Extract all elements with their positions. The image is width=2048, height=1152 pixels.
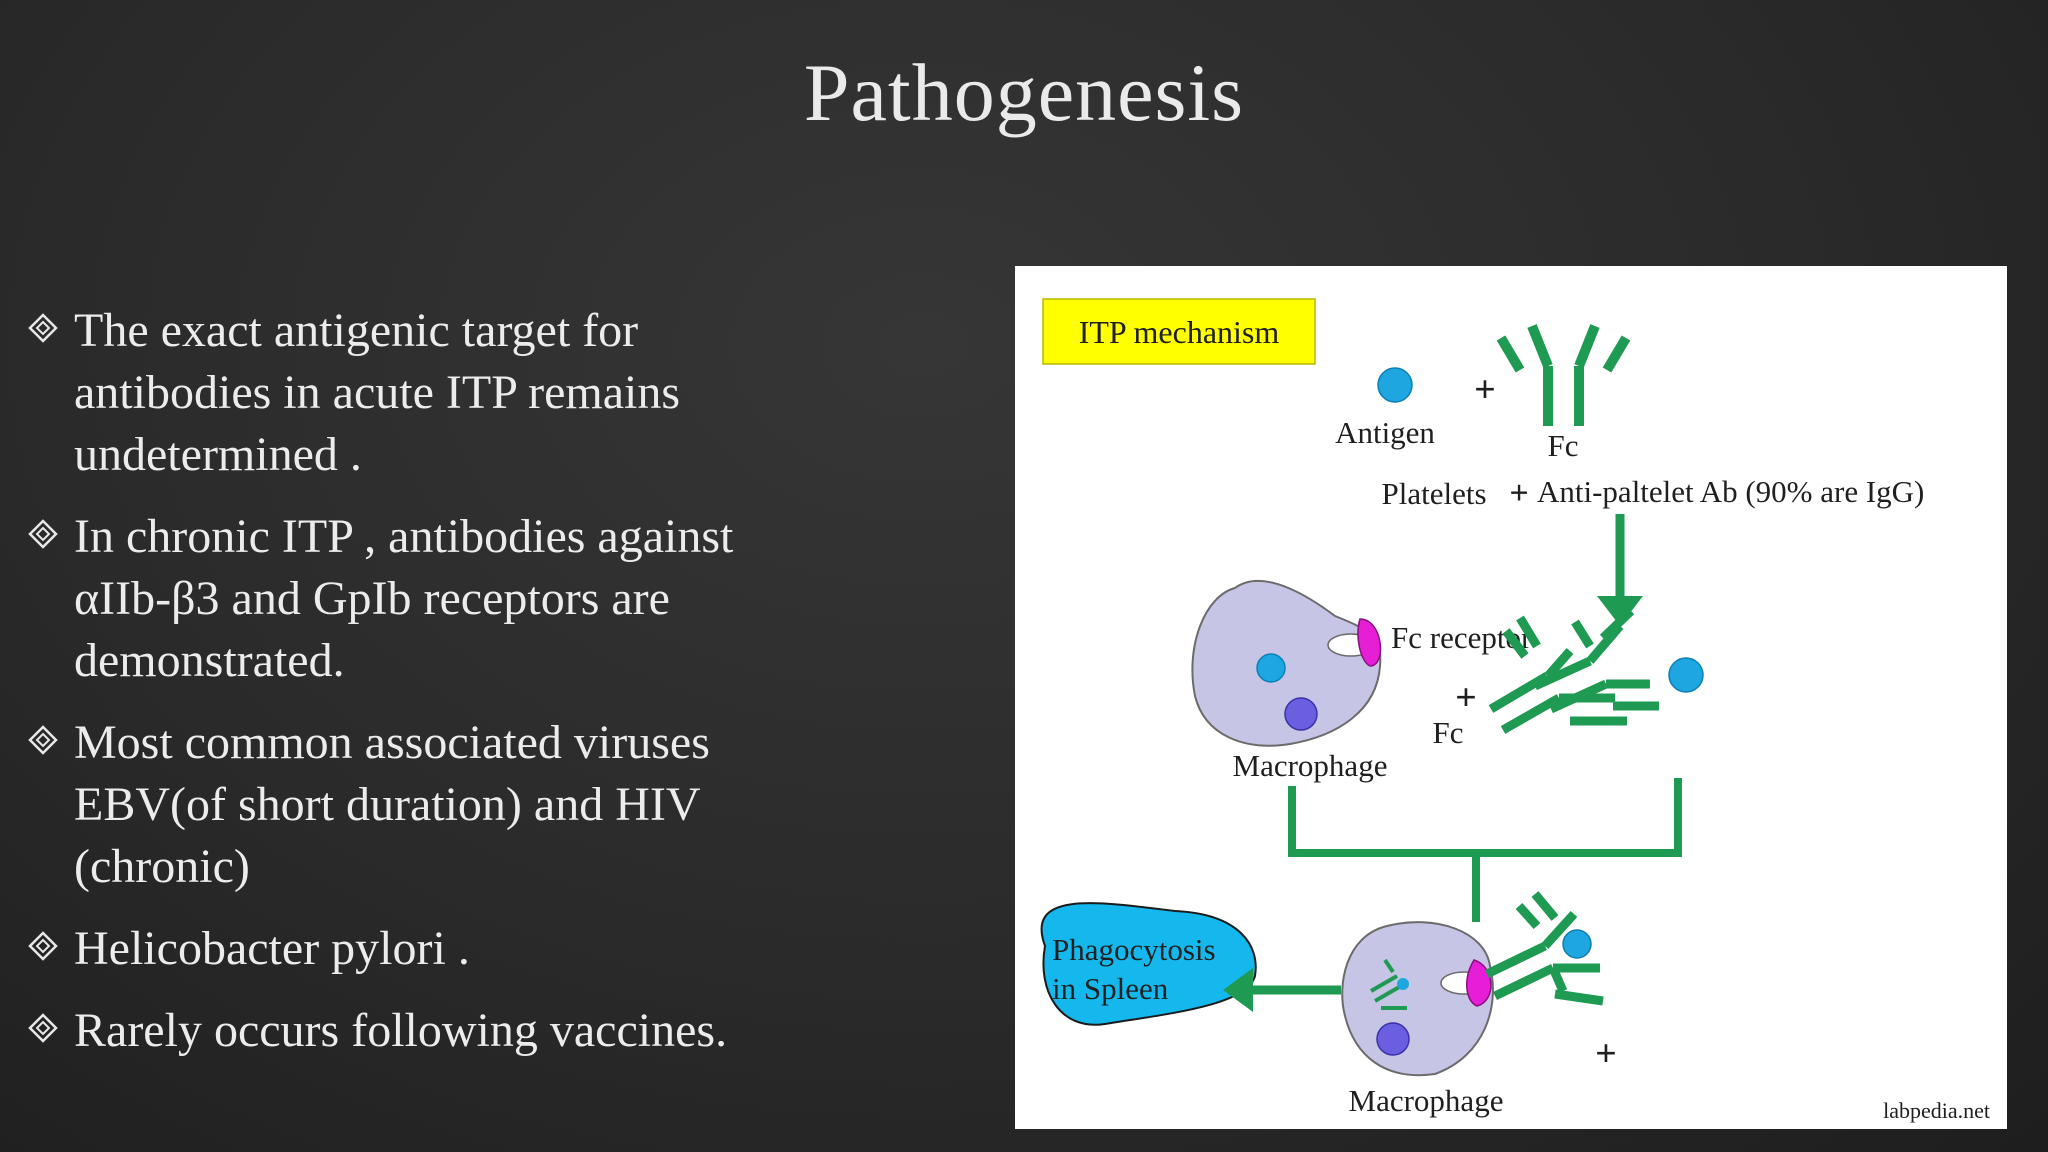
bullet-line: The exact antigenic target for [74, 304, 639, 357]
macrophage-icon [1191, 579, 1382, 747]
slide-title: Pathogenesis [803, 47, 1245, 138]
plus-sign: + [1595, 1033, 1617, 1075]
bullet-line: αIIb-β3 and GpIb receptors are [74, 572, 670, 625]
macrophage-label: Macrophage [1233, 748, 1388, 783]
bullet-line: EBV(of short duration) and HIV [74, 778, 701, 831]
diamond-bullet-icon [28, 725, 58, 755]
bullet-line: undetermined . [74, 428, 362, 481]
diamond-bullet-icon [28, 1013, 58, 1043]
antibody-label: Anti-paltelet Ab (90% are IgG) [1537, 474, 1924, 509]
bullet-line: demonstrated. [74, 634, 345, 687]
source-credit: labpedia.net [1883, 1098, 1990, 1123]
left-arrow-icon [1223, 968, 1341, 1012]
platelets-label: Platelets [1381, 476, 1486, 511]
bullet-item: In chronic ITP , antibodies against αIIb… [22, 506, 852, 692]
plus-sign: + [1509, 475, 1528, 512]
plus-sign: + [1455, 677, 1477, 719]
bullet-list: The exact antigenic target for antibodie… [22, 300, 852, 1082]
macrophage-icon [1341, 921, 1494, 1077]
bullet-line: Rarely occurs following vaccines. [74, 1004, 728, 1057]
bullet-line: antibodies in acute ITP remains [74, 366, 681, 419]
antibody-icon [1488, 615, 1627, 734]
bullet-item: Rarely occurs following vaccines. [22, 1000, 852, 1062]
bullet-item: The exact antigenic target for antibodie… [22, 300, 852, 486]
fc-label: Fc [1433, 715, 1464, 750]
down-arrow-icon [1597, 514, 1643, 626]
antibody-icon [1496, 324, 1631, 426]
phagocytosis-blob [1040, 902, 1257, 1026]
bullet-line: Helicobacter pylori . [74, 922, 470, 975]
plus-sign: + [1474, 369, 1496, 411]
bullet-line: Most common associated viruses [74, 716, 710, 769]
diamond-bullet-icon [28, 519, 58, 549]
bullet-line: (chronic) [74, 840, 250, 893]
bullet-item: Most common associated viruses EBV(of sh… [22, 712, 852, 898]
antigen-icon [1562, 929, 1592, 959]
phagocytosis-label: Phagocytosis [1052, 932, 1216, 967]
macrophage-label: Macrophage [1349, 1083, 1504, 1118]
diagram-title-box [1042, 298, 1316, 365]
bullet-item: Helicobacter pylori . [22, 918, 852, 980]
connector-bracket [1288, 778, 1682, 922]
bullet-line: In chronic ITP , antibodies against [74, 510, 734, 563]
phagocytosis-label: in Spleen [1052, 971, 1169, 1006]
antigen-icon [1668, 657, 1704, 693]
diagram-title: ITP mechanism [1079, 314, 1280, 350]
antibody-icon [1485, 891, 1604, 1006]
fc-label: Fc [1548, 428, 1579, 463]
diamond-bullet-icon [28, 313, 58, 343]
itp-diagram: ITP mechanism + Antigen Fc Platelets + A… [1015, 266, 2007, 1129]
antigen-label: Antigen [1335, 415, 1435, 450]
antigen-icon [1377, 367, 1413, 403]
diamond-bullet-icon [28, 931, 58, 961]
